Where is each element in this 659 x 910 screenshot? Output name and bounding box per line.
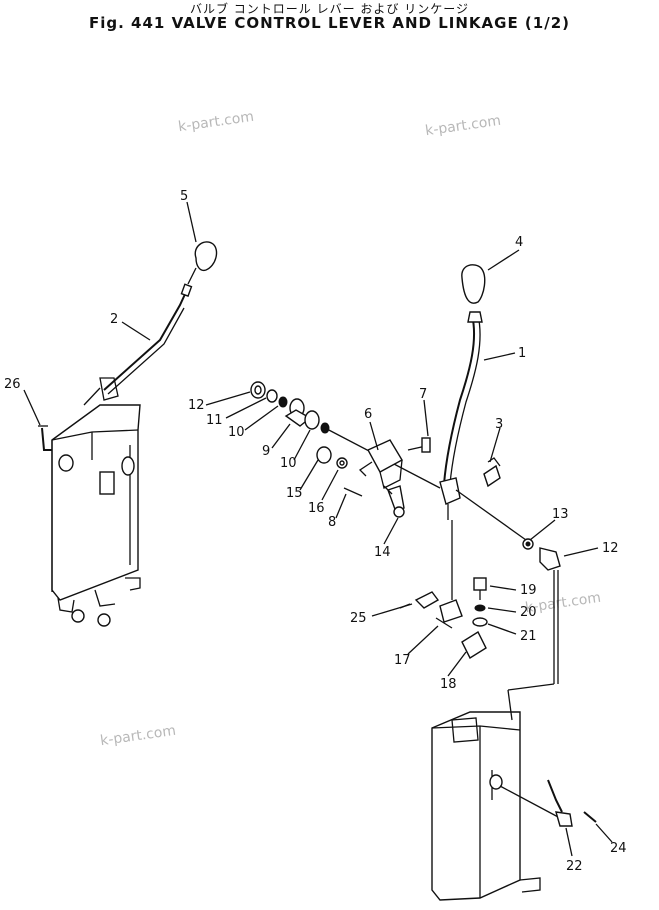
callout-20: 19 <box>520 583 537 598</box>
callout-13: 12 <box>602 541 619 556</box>
callout-9: 9 <box>262 444 270 459</box>
callout-leaders <box>23 201 613 857</box>
small-parts-middle <box>316 446 363 497</box>
lever-bracket <box>358 437 431 518</box>
callout-25: 24 <box>610 841 627 856</box>
part-3-bracket <box>483 457 501 488</box>
callout-11: 11 <box>206 413 223 428</box>
figure-title: Fig. 441 VALVE CONTROL LEVER AND LINKAGE… <box>88 14 570 32</box>
right-lever <box>439 264 527 600</box>
callout-17: 16 <box>308 501 325 516</box>
bushing-stack <box>250 381 441 489</box>
callout-23: 22 <box>566 859 583 874</box>
figure-title-japanese: バルブ コントロール レバー および リンケージ <box>189 2 470 16</box>
callout-14: 13 <box>552 507 569 522</box>
callout-18: 17 <box>394 653 411 668</box>
callout-22: 21 <box>520 629 537 644</box>
callout-10: 10 <box>228 425 245 440</box>
callout-15: 14 <box>374 545 391 560</box>
callout-5: 5 <box>180 189 188 204</box>
callout-19: 18 <box>440 677 457 692</box>
callout-8: 8 <box>328 515 336 530</box>
callout-10-b: 10 <box>280 456 297 471</box>
callout-16: 15 <box>286 486 303 501</box>
callout-21: 20 <box>520 605 537 620</box>
left-lever <box>83 241 218 406</box>
callout-7: 7 <box>419 387 427 402</box>
right-joint-parts <box>522 538 561 684</box>
callout-3: 3 <box>495 417 503 432</box>
callout-26: 25 <box>350 611 367 626</box>
callout-24: 26 <box>4 377 21 392</box>
callout-2: 2 <box>110 312 118 327</box>
callout-6: 6 <box>364 407 372 422</box>
left-valve-housing <box>38 404 141 627</box>
callout-12: 12 <box>188 398 205 413</box>
callout-1: 1 <box>518 346 526 361</box>
linkage-lower-parts <box>399 577 488 660</box>
right-valve-housing <box>431 683 597 901</box>
callout-4: 4 <box>515 235 523 250</box>
